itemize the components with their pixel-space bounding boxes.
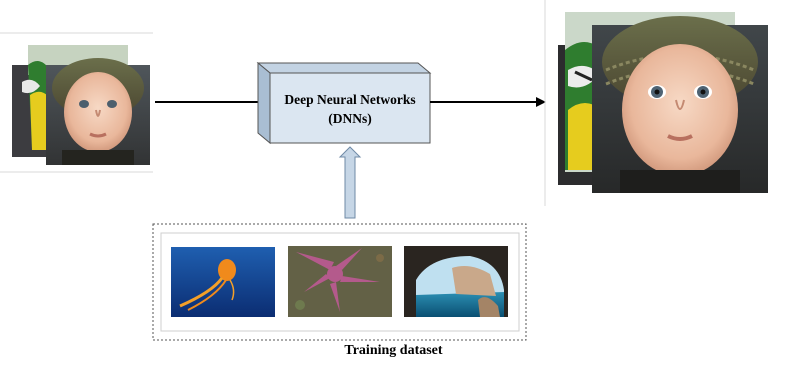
training-up-arrow [338, 146, 362, 219]
training-image-sea-cave [404, 246, 508, 317]
input-image-stack [0, 32, 153, 173]
training-image-starfish [288, 246, 392, 317]
input-back-image [12, 45, 128, 157]
dnn-box [256, 61, 432, 145]
output-arrow [430, 97, 546, 107]
output-image-stack [544, 0, 768, 206]
training-dataset-caption: Training dataset [344, 343, 443, 358]
dnn-title-line2: (DNNs) [328, 111, 372, 126]
training-image-jellyfish [171, 247, 275, 317]
input-front-image [46, 58, 150, 165]
output-front-image [592, 16, 768, 193]
dnn-title-line1: Deep Neural Networks [284, 92, 415, 107]
training-dataset-panel [152, 223, 527, 341]
